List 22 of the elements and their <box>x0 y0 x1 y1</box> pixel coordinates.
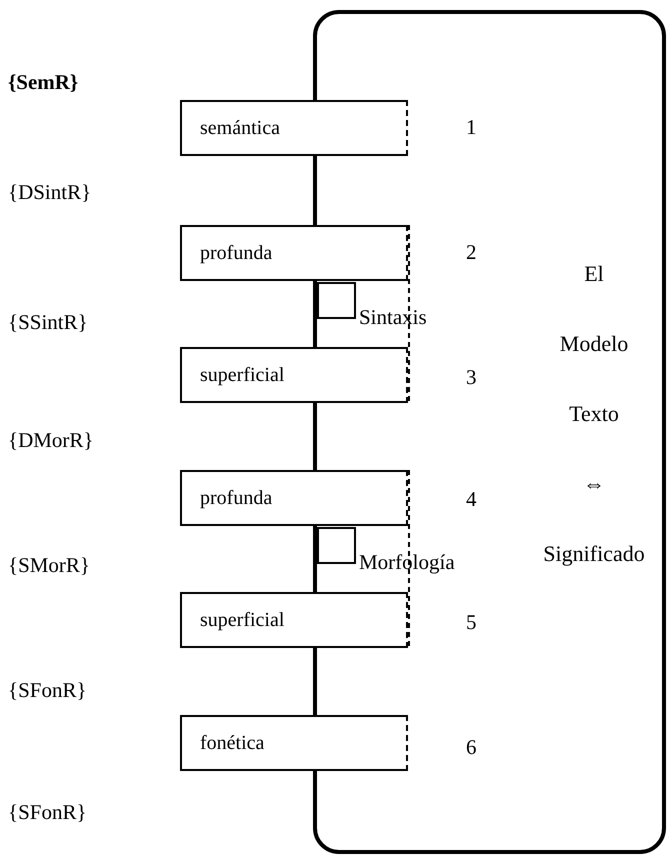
level-number: 2 <box>466 240 476 265</box>
level-box: semántica <box>180 100 408 156</box>
component-label: Morfología <box>359 550 455 575</box>
representation-label: {SemR} <box>8 70 78 95</box>
model-title: El Modelo Texto ⇔ Significado <box>543 260 645 568</box>
level-box: fonética <box>180 715 408 771</box>
representation-label: {SMorR} <box>8 553 90 578</box>
level-box: superficial <box>180 347 408 403</box>
component-label: Sintaxis <box>359 305 427 330</box>
level-number: 5 <box>466 610 476 635</box>
level-box: superficial <box>180 592 408 648</box>
level-number: 1 <box>466 115 476 140</box>
level-box: profunda <box>180 225 408 281</box>
representation-label: {SFonR} <box>8 678 87 703</box>
representation-label: {DSintR} <box>8 180 92 205</box>
representation-label: {DMorR} <box>8 428 94 453</box>
level-number: 3 <box>466 365 476 390</box>
representation-label: {SSintR} <box>8 310 88 335</box>
level-box: profunda <box>180 470 408 526</box>
representation-label: {SFonR} <box>8 800 87 825</box>
level-number: 6 <box>466 735 476 760</box>
level-number: 4 <box>466 487 476 512</box>
